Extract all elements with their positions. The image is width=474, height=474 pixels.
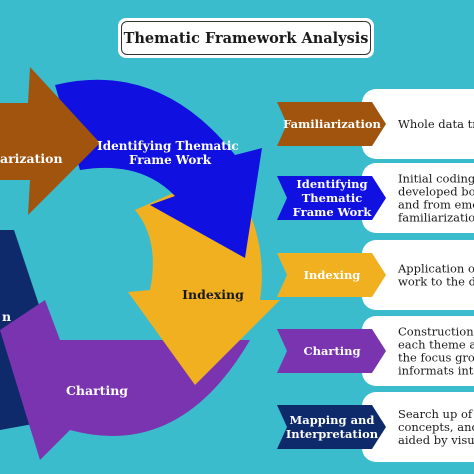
step-desc-line: aided by visua bbox=[398, 433, 474, 447]
step-rows: Familiarization Whole data traIdentifying… bbox=[277, 89, 474, 462]
step-arrow bbox=[277, 102, 386, 146]
diagram-title: Thematic Framework Analysis bbox=[121, 21, 371, 55]
step-label-line: Identifying bbox=[296, 177, 367, 191]
title-box: Thematic Framework Analysis bbox=[118, 18, 374, 58]
step-desc-line: Application of bbox=[397, 262, 474, 276]
step-arrow bbox=[277, 329, 386, 373]
step-desc-line: each theme ac bbox=[398, 338, 474, 352]
step-desc-box bbox=[362, 392, 474, 462]
cycle-label-mapping: n bbox=[2, 309, 11, 324]
step-label-line: Thematic bbox=[302, 191, 363, 205]
cycle-label-familiarization-line: arization bbox=[0, 151, 63, 166]
step-desc: Construction oeach theme acthe focus gro… bbox=[398, 325, 474, 378]
cycle-label-mapping-line: n bbox=[2, 309, 11, 324]
cycle-arrow-identifying bbox=[55, 79, 262, 259]
step-label-line: Frame Work bbox=[293, 205, 373, 219]
step-arrow bbox=[277, 176, 386, 220]
cycle-label-identifying-line-1: Identifying Thematic bbox=[97, 139, 239, 153]
step-desc-line: Search up of p bbox=[398, 407, 474, 421]
step-desc-line: Whole data tra bbox=[398, 117, 474, 131]
step-desc-line: work to the da bbox=[398, 275, 474, 289]
step-desc-line: familiarization bbox=[398, 211, 474, 225]
step-label: Familiarization bbox=[283, 117, 381, 131]
step-desc-line: the focus grou bbox=[398, 351, 474, 365]
cycle-label-indexing: Indexing bbox=[182, 287, 244, 302]
step-desc-box bbox=[362, 163, 474, 233]
cycle-label-identifying: Identifying Thematic Frame Work bbox=[97, 139, 243, 167]
cycle-label-identifying-line-2: Frame Work bbox=[129, 153, 212, 167]
step-arrow bbox=[277, 253, 386, 297]
step-desc: Whole data tra bbox=[398, 117, 474, 131]
step-desc-line: informats inte bbox=[398, 364, 474, 378]
step-label-line: Charting bbox=[303, 344, 360, 358]
step-desc-line: developed bot bbox=[398, 185, 474, 199]
step-arrow bbox=[277, 405, 386, 449]
step-desc-line: Initial coding bbox=[398, 172, 474, 186]
step-label-line: Familiarization bbox=[283, 117, 381, 131]
step-desc-line: Construction o bbox=[398, 325, 474, 339]
cycle-label-indexing-line: Indexing bbox=[182, 287, 244, 302]
step-desc-line: and from emer bbox=[398, 198, 474, 212]
cycle-label-charting: Charting bbox=[66, 383, 128, 398]
cycle-label-charting-line: Charting bbox=[66, 383, 128, 398]
step-label: Charting bbox=[303, 344, 360, 358]
step-desc-box bbox=[362, 240, 474, 310]
step-label: Indexing bbox=[304, 268, 361, 282]
cycle-label-familiarization: arization bbox=[0, 151, 63, 166]
step-label-line: Mapping and bbox=[290, 413, 375, 427]
step-desc-line: concepts, and bbox=[398, 420, 474, 434]
step-desc-box bbox=[362, 89, 474, 159]
step-label-line: Interpretation bbox=[286, 427, 379, 441]
step-label-line: Indexing bbox=[304, 268, 361, 282]
step-desc-box bbox=[362, 316, 474, 386]
cycle-arrow-familiarization bbox=[0, 67, 100, 215]
